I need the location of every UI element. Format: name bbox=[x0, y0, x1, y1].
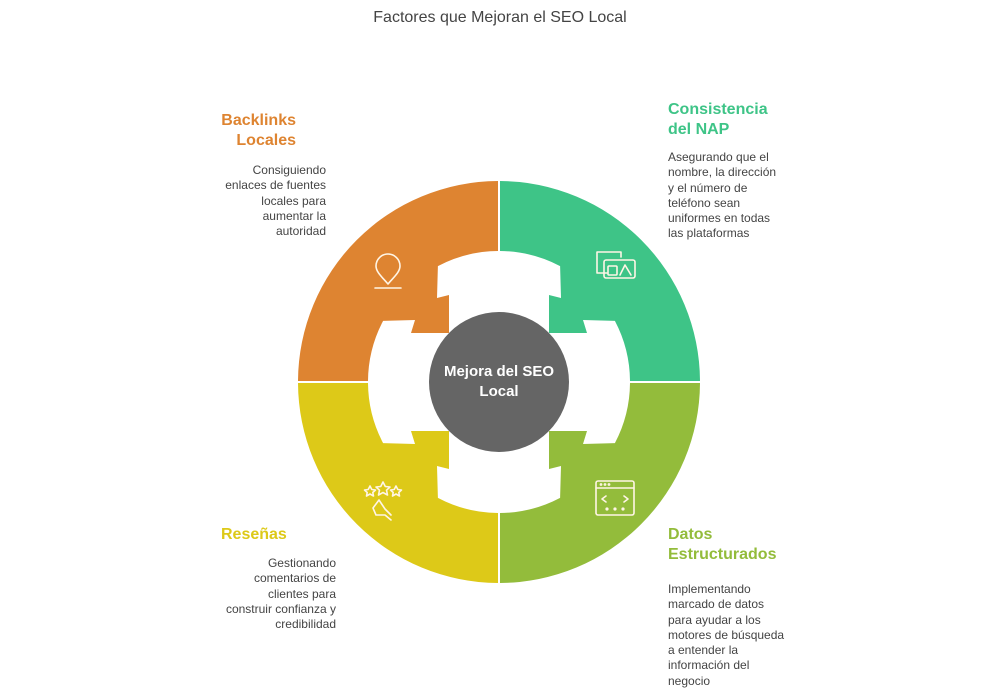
code-window-icon bbox=[595, 480, 635, 516]
copy-shapes-icon bbox=[596, 251, 636, 279]
description-nap: Asegurando que el nombre, la dirección y… bbox=[668, 150, 777, 241]
description-backlinks: Consiguiendo enlaces de fuentes locales … bbox=[225, 163, 326, 239]
center-label: Mejora del SEO Local bbox=[443, 363, 555, 400]
segment-nap bbox=[500, 181, 700, 381]
description-resenas: Gestionando comentarios de clientes para… bbox=[225, 556, 336, 632]
segment-resenas bbox=[298, 383, 498, 583]
segment-backlinks bbox=[298, 181, 498, 381]
heading-datos: Datos Estructurados bbox=[668, 526, 777, 563]
star-rating-icon bbox=[363, 481, 403, 521]
heading-nap: Consistencia del NAP bbox=[668, 101, 768, 138]
heading-resenas: Reseñas bbox=[221, 526, 287, 543]
heading-backlinks: Backlinks Locales bbox=[221, 112, 296, 149]
segment-datos bbox=[500, 383, 700, 583]
map-pin-icon bbox=[374, 253, 402, 289]
diagram-title: Factores que Mejoran el SEO Local bbox=[373, 9, 627, 26]
description-datos: Implementando marcado de datos para ayud… bbox=[668, 582, 785, 688]
center-circle bbox=[429, 312, 569, 452]
